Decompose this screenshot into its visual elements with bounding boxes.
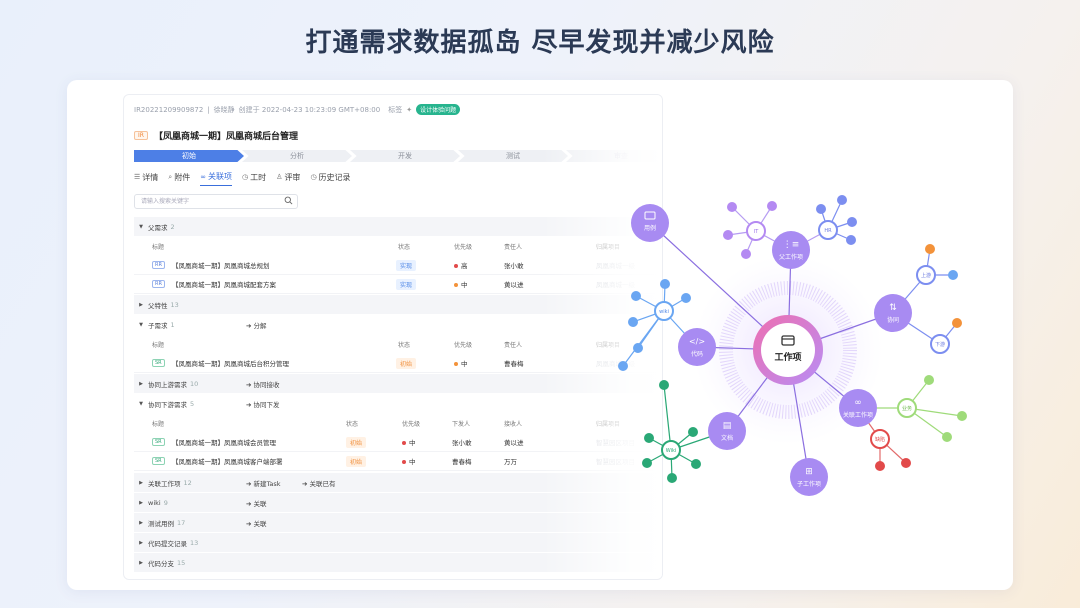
tab-review[interactable]: ♙评审	[276, 172, 301, 182]
code-icon: </>	[689, 337, 705, 346]
tab-worktime[interactable]: ◷工时	[242, 172, 267, 182]
decompose-button[interactable]: ➔ 分解	[246, 321, 267, 330]
svg-text:代码: 代码	[691, 350, 703, 358]
node-defect[interactable]: 缺陷	[870, 429, 890, 449]
svg-text:用例: 用例	[644, 224, 656, 232]
author[interactable]: 徐晓静	[213, 105, 235, 114]
new-task-button[interactable]: ➔ 新建Task	[246, 479, 281, 488]
link-existing-button[interactable]: ➔ 关联已有	[302, 479, 336, 488]
svg-text:子工作项: 子工作项	[797, 480, 821, 488]
type-badge: IR	[134, 131, 148, 140]
step-review[interactable]: 审查	[566, 150, 662, 162]
step-develop[interactable]: 开发	[350, 150, 460, 162]
svg-text:文档: 文档	[721, 434, 733, 442]
box-icon	[781, 335, 795, 346]
caret-down-icon: ▼	[139, 321, 143, 328]
node-business[interactable]: 业务	[897, 398, 917, 418]
node-center[interactable]: 工作项	[753, 315, 823, 385]
page-title: 【凤凰商城一期】凤凰商城后台管理	[153, 132, 298, 142]
tag-label: 标签	[388, 105, 403, 114]
created-time: 创建于 2022-04-23 10:23:09 GMT+08:00	[238, 105, 381, 114]
node-child[interactable]: ⊞ 子工作项	[790, 458, 828, 496]
center-ring	[719, 281, 857, 419]
link-icon: ∞	[200, 172, 207, 181]
search-input[interactable]: 请输入搜索关键字	[134, 194, 298, 209]
search-icon[interactable]	[284, 196, 293, 205]
svg-text:上游: 上游	[921, 272, 931, 279]
document-icon: ▤	[723, 421, 732, 431]
step-initial[interactable]: 初始	[134, 150, 244, 162]
caret-down-icon: ▼	[139, 223, 143, 230]
workflow-steps: 初始 分析 开发 测试 审查	[134, 150, 662, 162]
node-upstream[interactable]: 上游	[916, 265, 936, 285]
title-row: IR 【凤凰商城一期】凤凰商城后台管理	[134, 129, 298, 142]
link-test-button[interactable]: ➔ 关联	[246, 519, 267, 528]
graph-leaf-dots	[618, 195, 967, 483]
collab-receive-button[interactable]: ➔ 协同接收	[246, 380, 280, 389]
node-downstream[interactable]: 下游	[930, 334, 950, 354]
case-icon	[644, 211, 656, 220]
star-icon[interactable]: ✦	[406, 105, 413, 114]
svg-text:业务: 业务	[902, 405, 912, 412]
user-icon: ♙	[276, 173, 283, 181]
node-collab[interactable]: ⇅ 协同	[874, 294, 912, 332]
link-icon: ∞	[854, 398, 862, 408]
svg-text:wiki: wiki	[659, 309, 669, 315]
node-parent[interactable]: ⋮≡ 父工作项	[772, 231, 810, 269]
tag-badge[interactable]: 设计体验问题	[416, 104, 461, 115]
svg-text:缺陷: 缺陷	[875, 436, 885, 443]
node-usecase[interactable]: 用例	[631, 204, 669, 242]
node-wiki-blue[interactable]: wiki	[654, 301, 674, 321]
relation-graph: IT HR wiki 上游 下游 Wiki 业务 缺陷	[618, 195, 967, 496]
svg-text:父工作项: 父工作项	[779, 253, 803, 261]
tab-related[interactable]: ∞关联项	[200, 171, 233, 186]
list-icon: ☰	[134, 173, 141, 181]
tab-history[interactable]: ◷历史记录	[310, 172, 351, 182]
svg-text:协同: 协同	[887, 316, 899, 324]
paperclip-icon: ⌕	[168, 172, 173, 181]
link-wiki-button[interactable]: ➔ 关联	[246, 499, 267, 508]
svg-text:IT: IT	[754, 229, 759, 235]
hierarchy-icon: ⋮≡	[783, 240, 800, 250]
sync-icon: ⇅	[889, 303, 897, 313]
item-id: IR20221209909872	[134, 105, 204, 114]
node-linked[interactable]: ∞ 关联工作项	[839, 389, 877, 427]
tab-details[interactable]: ☰详情	[134, 172, 159, 182]
meta-bar: IR20221209909872 | 徐晓静 创建于 2022-04-23 10…	[134, 104, 461, 115]
svg-text:下游: 下游	[935, 341, 945, 348]
step-test[interactable]: 测试	[458, 150, 568, 162]
svg-text:工作项: 工作项	[774, 351, 801, 363]
caret-right-icon: ▶	[139, 380, 143, 387]
collab-send-button[interactable]: ➔ 协同下发	[246, 400, 280, 409]
headline: 打通需求数据孤岛 尽早发现并减少风险	[305, 28, 775, 58]
svg-text:HR: HR	[824, 228, 832, 234]
tab-bar: ☰详情 ⌕附件 ∞关联项 ◷工时 ♙评审 ◷历史记录	[134, 171, 351, 186]
node-it[interactable]: IT	[746, 221, 766, 241]
subtask-icon: ⊞	[805, 467, 813, 477]
clock-icon: ◷	[242, 173, 249, 181]
tab-attachments[interactable]: ⌕附件	[168, 172, 191, 182]
caret-down-icon: ▼	[139, 400, 143, 407]
node-code[interactable]: </> 代码	[678, 328, 716, 366]
caret-right-icon: ▶	[139, 301, 143, 308]
step-analysis[interactable]: 分析	[242, 150, 352, 162]
node-wiki-green[interactable]: Wiki	[661, 440, 681, 460]
svg-text:Wiki: Wiki	[666, 448, 677, 454]
node-hr[interactable]: HR	[818, 220, 838, 240]
history-icon: ◷	[310, 173, 317, 181]
node-doc[interactable]: ▤ 文档	[708, 412, 746, 450]
svg-text:关联工作项: 关联工作项	[843, 411, 873, 419]
